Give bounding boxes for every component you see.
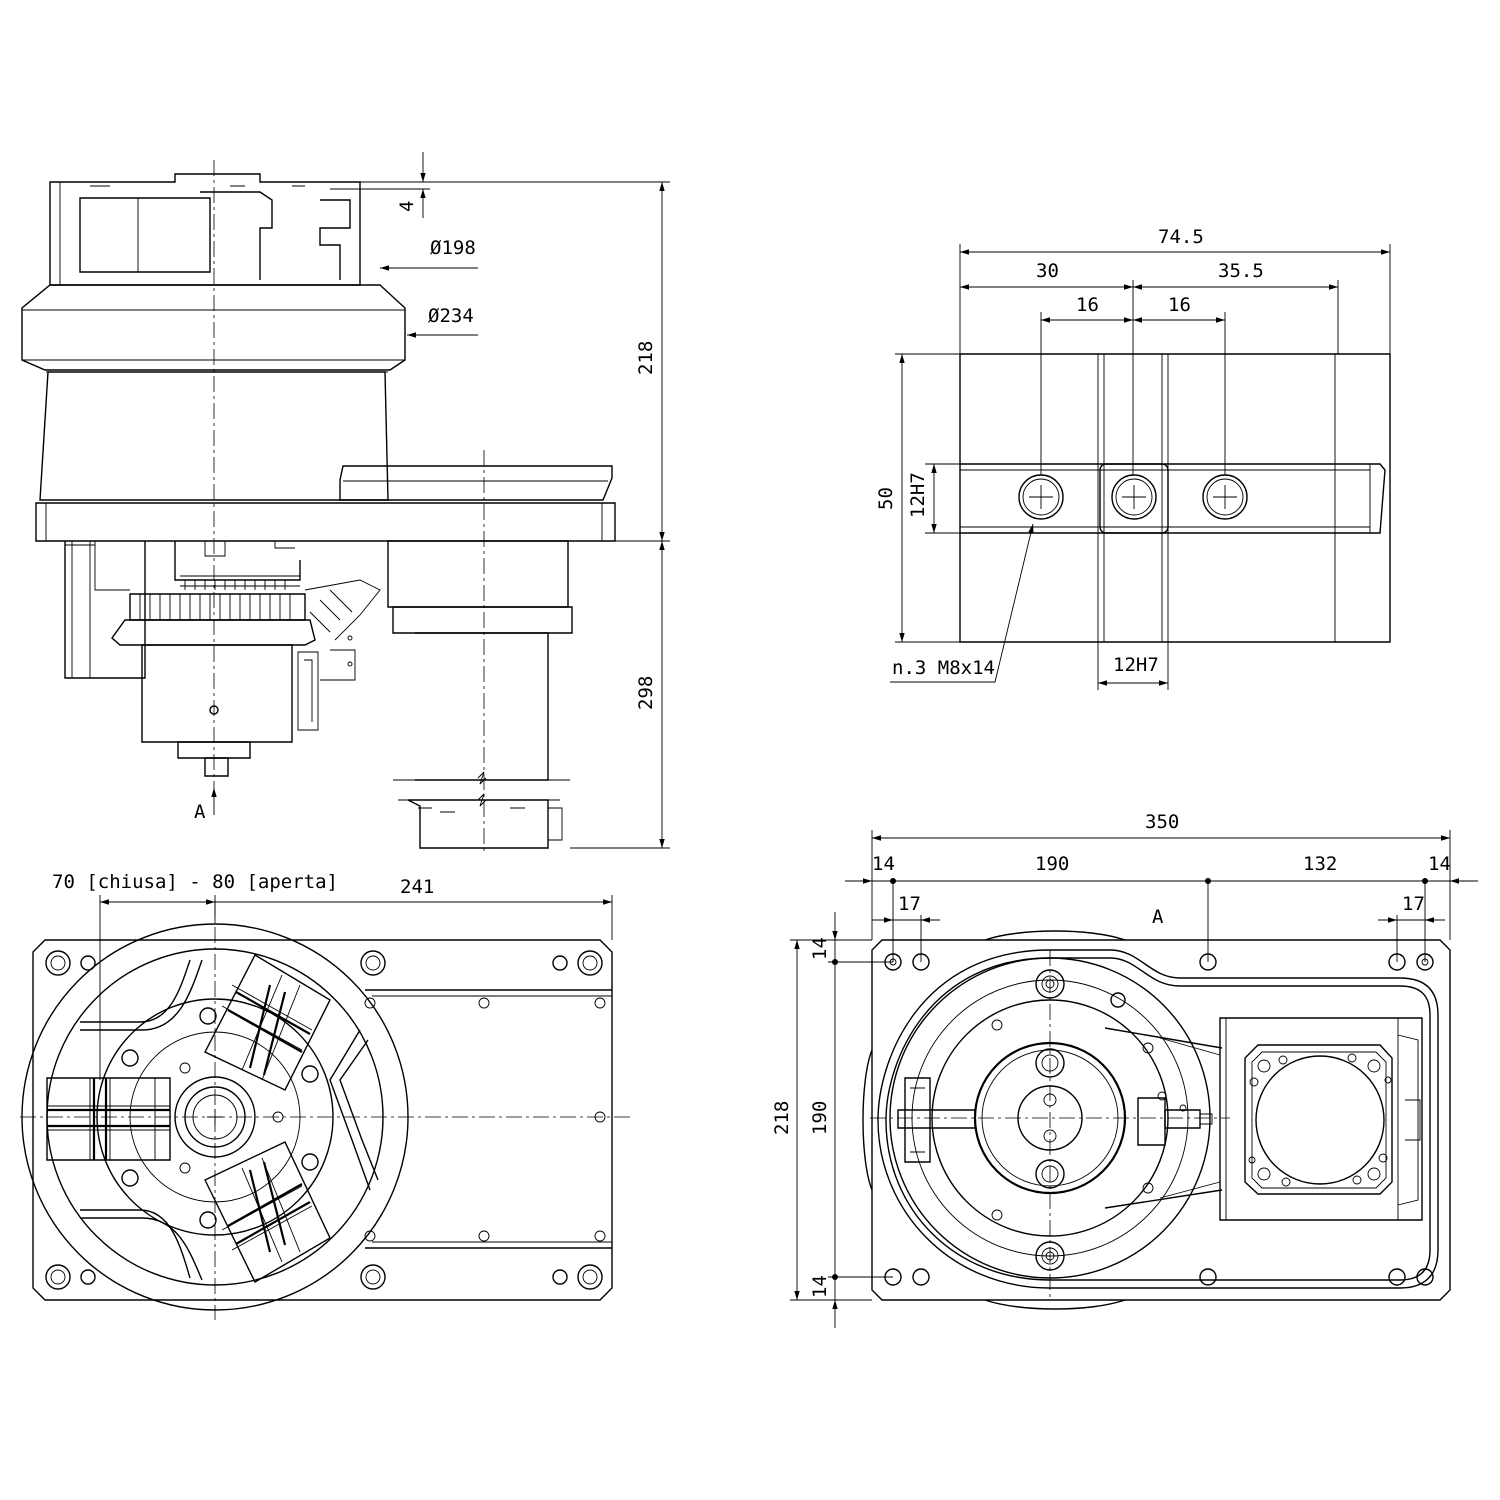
dim-height-218-label: 218 — [635, 341, 657, 375]
jaw-left — [46, 1077, 171, 1161]
front-view-bolts — [45, 950, 606, 1290]
bottom-dim-hole-left-label: 17 — [898, 893, 921, 915]
bottom-view-a-label: A — [1152, 906, 1164, 928]
chuck-body — [21, 173, 616, 542]
bottom-dim-span-132-label: 132 — [1303, 853, 1337, 875]
front-view — [20, 900, 630, 1320]
view-arrow-a-label: A — [194, 801, 206, 823]
jaw-upper-right — [204, 954, 331, 1091]
dim-diameter-198-label: Ø198 — [430, 237, 476, 259]
bottom-view-dimensions: 350 14 190 132 14 17 17 A 218 190 14 14 — [771, 811, 1478, 1328]
dim-stroke-label: 70 [chiusa] - 80 [aperta] — [52, 871, 338, 893]
front-view-dimensions: 70 [chiusa] - 80 [aperta] 241 — [52, 871, 613, 1080]
dim-length-241-label: 241 — [400, 876, 434, 898]
drive-assembly — [64, 540, 573, 849]
bottom-dim-bottom-14-label: 14 — [809, 1275, 831, 1298]
bottom-dim-height-218-label: 218 — [771, 1101, 793, 1135]
jaw-dim-slot-horizontal-label: 12H7 — [1113, 654, 1159, 676]
jaw-dim-left-label: 30 — [1036, 260, 1059, 282]
jaw-dim-total-label: 74.5 — [1158, 226, 1204, 248]
dim-height-298-label: 298 — [635, 676, 657, 710]
bottom-dim-top-14-label: 14 — [809, 937, 831, 960]
bottom-dim-total-label: 350 — [1145, 811, 1179, 833]
bottom-dim-hole-right-label: 17 — [1402, 893, 1425, 915]
bottom-dim-span-190-label: 190 — [1035, 853, 1069, 875]
jaw-dim-pitch-right-label: 16 — [1168, 294, 1191, 316]
bottom-dim-edge-left-label: 14 — [872, 853, 895, 875]
jaw-dim-right-label: 35.5 — [1218, 260, 1264, 282]
jaw-dim-pitch-left-label: 16 — [1076, 294, 1099, 316]
jaw-dim-slot-vertical-label: 12H7 — [907, 472, 929, 518]
side-view — [21, 160, 616, 855]
jaw-detail-view — [959, 353, 1391, 643]
bottom-view — [862, 930, 1451, 1310]
jaw-detail-dimensions: 74.5 30 35.5 16 16 50 12H7 12H7 n.3 M8x1… — [875, 226, 1391, 690]
dim-offset-label: 4 — [396, 201, 418, 212]
bottom-dim-inner-190-label: 190 — [809, 1101, 831, 1135]
bottom-dim-edge-right-label: 14 — [1428, 853, 1451, 875]
side-view-dimensions: 4 Ø198 Ø234 218 298 A — [194, 152, 670, 849]
jaw-lower-right — [204, 1141, 331, 1283]
thread-note-label: n.3 M8x14 — [892, 657, 995, 679]
dim-diameter-234-label: Ø234 — [428, 305, 474, 327]
jaw-dim-height-label: 50 — [875, 487, 897, 510]
